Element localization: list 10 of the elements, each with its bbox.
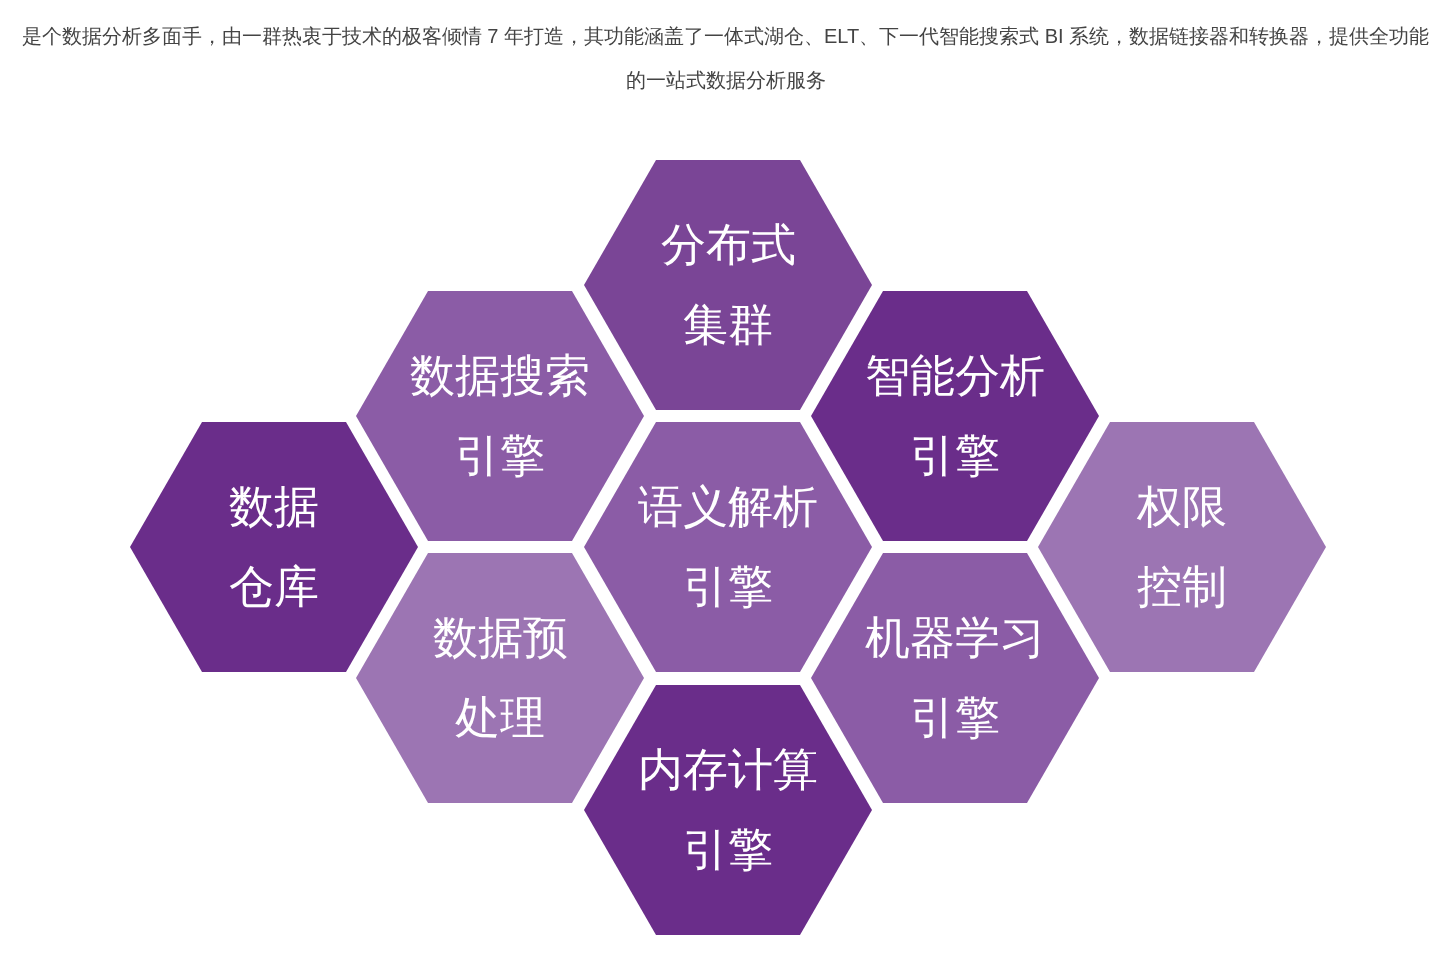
hexagon-label: 分布式集群 bbox=[660, 218, 796, 352]
hexagon-label: 机器学习引擎 bbox=[865, 611, 1045, 745]
hexagon-label: 内存计算引擎 bbox=[638, 743, 818, 877]
caption: 是个数据分析多面手，由一群热衷于技术的极客倾情 7 年打造，其功能涵盖了一体式湖仓、ELT、下一代智能搜索式 BI 系统，数据链接器和转换器，提供全功能的一站式数据分析服务 bbox=[20, 24, 1431, 93]
hexagon-label: 数据预处理 bbox=[432, 611, 568, 745]
hexagon-label: 语义解析引擎 bbox=[638, 480, 818, 614]
hexagon-label: 数据搜索引擎 bbox=[410, 349, 590, 483]
hexagon-label: 权限控制 bbox=[1137, 480, 1227, 614]
hexagon-label: 数据仓库 bbox=[229, 480, 319, 614]
hexagon-label: 智能分析引擎 bbox=[865, 349, 1045, 483]
